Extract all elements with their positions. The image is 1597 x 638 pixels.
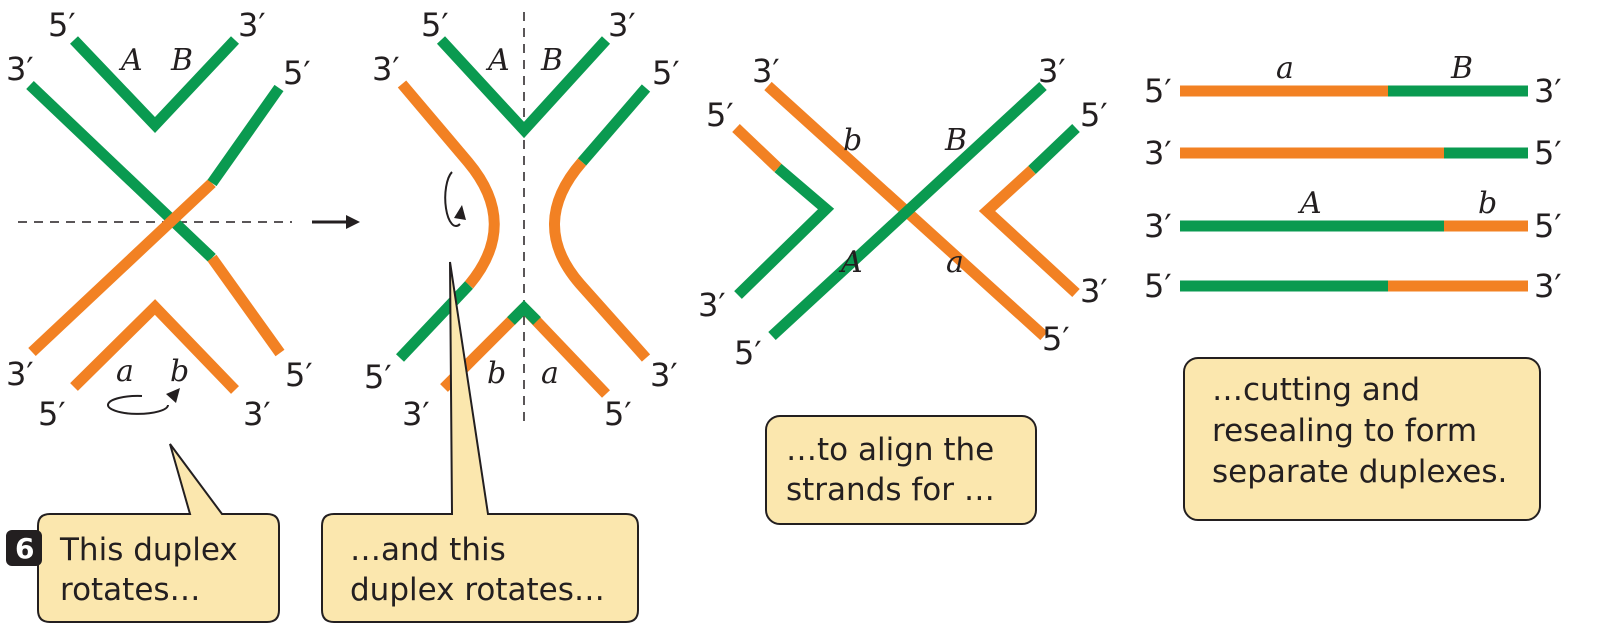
p3-right-chevron-green (1032, 128, 1076, 170)
p1-label-a: a (116, 354, 134, 389)
p3-bottom-5prime-right: 5′ (1042, 320, 1070, 358)
crossing-strand-orange-lower-left (32, 183, 212, 352)
p3-right-5prime: 5′ (1080, 96, 1108, 134)
p2-label-a: a (541, 356, 559, 391)
p3-label-a: a (946, 245, 964, 280)
caption-3-box: …to align the strands for … (766, 416, 1036, 524)
rotation-arrowhead-icon (166, 388, 180, 403)
arrow-right-head-icon (346, 215, 360, 229)
bottom-strand-ab (74, 307, 235, 390)
p2-bottom-left-3prime: 3′ (402, 395, 430, 433)
p4-row2-right-5prime: 5′ (1534, 134, 1562, 172)
p4-row4-left-5prime: 5′ (1144, 267, 1172, 305)
p3-left-5prime: 5′ (706, 96, 734, 134)
rotation-arrow-icon (108, 396, 168, 414)
p2-label-B: B (540, 43, 563, 78)
p3-bottom-5prime-left: 5′ (734, 334, 762, 372)
p4-label-b: b (1478, 186, 1497, 221)
p4-row4-right-3prime: 3′ (1534, 267, 1562, 305)
panel-2-open-junction: 5′ 3′ 3′ 5′ 5′ 3′ 3′ 5′ A B b a (364, 6, 680, 433)
caption-3-line-2: strands for … (786, 472, 995, 508)
p3-label-b: b (843, 123, 862, 158)
crossing-strand-orange-lower-right (212, 258, 280, 353)
p1-top-right-3prime: 3′ (238, 6, 266, 44)
p3-label-B: B (944, 123, 967, 158)
crossing-strand-green-upper-left (30, 85, 212, 258)
p4-label-B: B (1450, 51, 1473, 86)
caption-2-box: …and this duplex rotates… (322, 262, 638, 622)
panel-1-crossed-junction: 5′ 3′ 3′ 5′ 3′ 5′ 5′ 3′ A B a b (6, 6, 313, 433)
caption-4-line-3: separate duplexes. (1212, 454, 1507, 490)
p3-top-3prime-right: 3′ (1038, 52, 1066, 90)
p3-right-3prime: 3′ (1080, 272, 1108, 310)
p1-label-b: b (170, 354, 189, 389)
panel-3-aligned-strands: 3′ 3′ 5′ 5′ 3′ 3′ 5′ 5′ b B A a (698, 52, 1108, 372)
caption-2-line-1: …and this (350, 532, 506, 568)
p1-top-left-5prime: 5′ (48, 6, 76, 44)
caption-2-line-2: duplex rotates… (350, 572, 605, 608)
p2-lower-left-5prime: 5′ (364, 358, 392, 396)
p1-bottom-right-3prime: 3′ (243, 395, 271, 433)
p2-bottom-right-5prime: 5′ (604, 395, 632, 433)
p3-right-chevron-orange (987, 170, 1076, 293)
p1-bottom-left-5prime: 5′ (38, 395, 66, 433)
p2-right-5prime: 5′ (652, 54, 680, 92)
panel-4-separate-duplexes: 5′ 3′ 3′ 5′ 3′ 5′ 5′ 3′ a B A b (1144, 51, 1562, 305)
p2-label-b: b (487, 356, 506, 391)
caption-3-line-1: …to align the (786, 432, 994, 468)
p2-rotation-arrowhead-icon (454, 205, 466, 220)
caption-2-bubble (322, 262, 638, 622)
p2-left-curve-orange (402, 84, 494, 285)
p3-left-chevron-orange (736, 128, 778, 168)
p2-top-right-3prime: 3′ (608, 6, 636, 44)
p2-lower-right-3prime: 3′ (650, 356, 678, 394)
p1-label-B: B (170, 43, 193, 78)
p1-lower-left-3prime: 3′ (6, 355, 34, 393)
caption-1-line-1: This duplex (59, 532, 238, 568)
p4-row1-right-3prime: 3′ (1534, 72, 1562, 110)
p3-top-3prime-left: 3′ (752, 52, 780, 90)
caption-1-line-2: rotates… (60, 572, 201, 608)
p3-left-chevron-green (738, 168, 826, 295)
p1-lower-right-5prime: 5′ (285, 356, 313, 394)
caption-4-line-1: …cutting and (1212, 372, 1420, 408)
p2-top-left-5prime: 5′ (421, 6, 449, 44)
p4-label-A: A (1297, 186, 1322, 221)
p1-left-3prime: 3′ (6, 50, 34, 88)
p4-row3-left-3prime: 3′ (1144, 207, 1172, 245)
p1-right-5prime: 5′ (283, 54, 311, 92)
p2-left-3prime: 3′ (372, 50, 400, 88)
p4-row3-right-5prime: 5′ (1534, 207, 1562, 245)
p2-right-curve-orange (554, 162, 646, 358)
caption-4-line-2: resealing to form (1212, 413, 1477, 449)
p3-label-A: A (838, 245, 863, 280)
p2-label-A: A (485, 43, 510, 78)
top-strand-AB (74, 40, 235, 125)
p4-label-a: a (1276, 51, 1294, 86)
crossing-strand-green-upper-right (212, 88, 279, 183)
p3-left-3prime: 3′ (698, 286, 726, 324)
p4-row1-left-5prime: 5′ (1144, 72, 1172, 110)
caption-4-box: …cutting and resealing to form separate … (1184, 358, 1540, 520)
p1-label-A: A (118, 43, 143, 78)
p4-row2-left-3prime: 3′ (1144, 134, 1172, 172)
caption-1-box: 6 This duplex rotates… (6, 444, 279, 622)
step-number: 6 (15, 532, 34, 565)
p2-right-curve-green (582, 88, 646, 162)
